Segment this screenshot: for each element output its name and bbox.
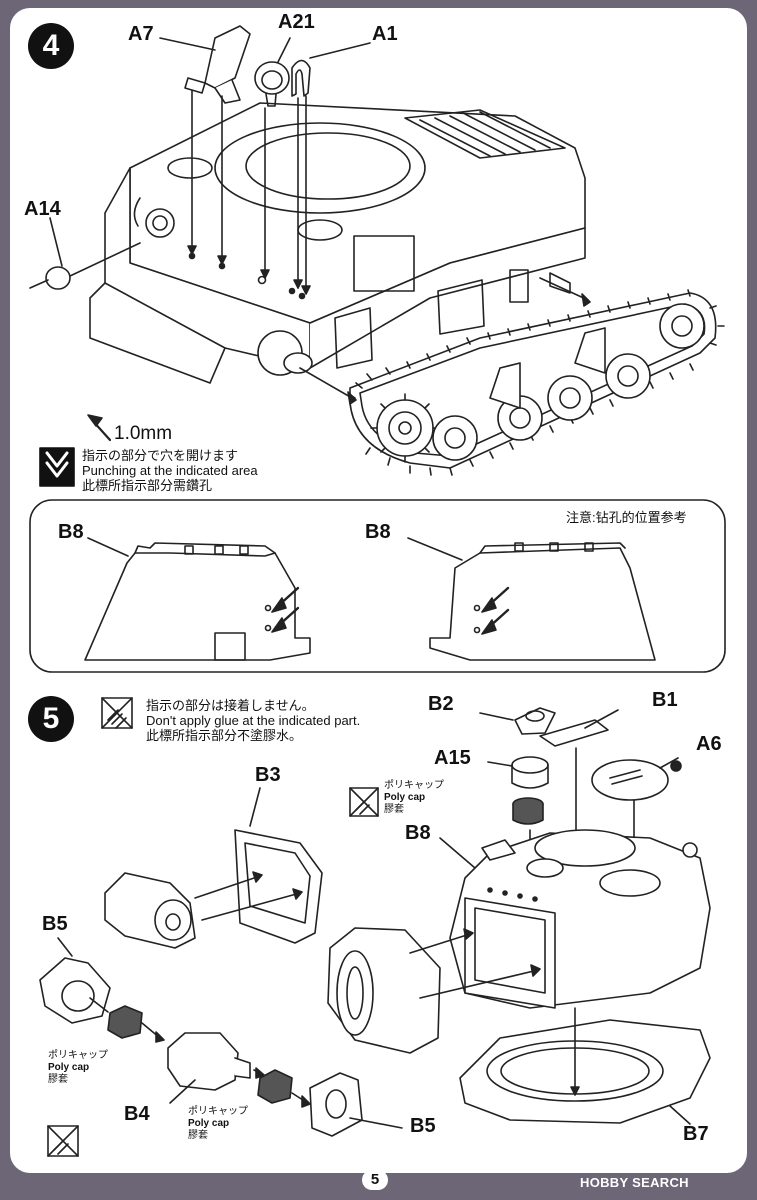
parts-a7-a21-a1 — [49, 25, 371, 295]
turret-b8-left-view — [84, 537, 311, 661]
polycap-mid-zh: 膠套 — [188, 1130, 208, 1141]
polycap-left-zh: 膠套 — [48, 1074, 68, 1085]
watermark-text: HOBBY SEARCH — [580, 1175, 689, 1190]
polycap-mid-en: Poly cap — [188, 1118, 230, 1129]
polycap-top-en: Poly cap — [384, 792, 426, 803]
gun-breech-parts — [104, 871, 303, 949]
drill-position-note: 注意:钻孔的位置参考 — [566, 510, 687, 525]
instruction-sheet: 4 5 A7 A21 A1 A14 1.0mm 指示の部分で穴を開けます Pun… — [10, 8, 747, 1173]
hull-drawing — [29, 102, 586, 384]
polycap-note-mid: ポリキャップ Poly cap 膠套 — [188, 1106, 248, 1142]
glue-instructions: 指示の部分は接着しません。 Don't apply glue at the in… — [146, 698, 360, 743]
part-label-b2: B2 — [428, 693, 454, 715]
part-label-b1: B1 — [652, 689, 678, 711]
polycap-left-ja: ポリキャップ — [48, 1050, 108, 1061]
mantlet-b3 — [234, 787, 323, 944]
no-glue-icon-polycap-top — [349, 787, 379, 817]
end-cap-b5-left — [39, 937, 111, 1024]
gun-barrel-b4 — [167, 1032, 251, 1104]
polycap-top-zh: 膠套 — [384, 804, 404, 815]
part-label-b8-turret: B8 — [405, 822, 431, 844]
part-label-a7: A7 — [128, 23, 154, 45]
turret-b8-right-view — [407, 537, 656, 661]
part-label-a15: A15 — [434, 747, 471, 769]
part-label-a6: A6 — [696, 733, 722, 755]
end-cap-b5-bottom — [309, 1072, 403, 1137]
no-glue-icon-bottom — [47, 1125, 79, 1157]
part-label-b7: B7 — [683, 1123, 709, 1145]
step-4-badge: 4 — [28, 23, 74, 69]
part-label-a21: A21 — [278, 11, 315, 33]
drill-icon — [39, 447, 75, 487]
watermark: HOBBY SEARCH — [580, 1175, 689, 1190]
drill-size: 1.0mm — [114, 423, 173, 444]
polycap-mid-ja: ポリキャップ — [188, 1106, 248, 1117]
part-label-a14: A14 — [24, 198, 61, 220]
drill-text-en: Punching at the indicated area — [82, 463, 258, 478]
part-label-b4: B4 — [124, 1103, 150, 1125]
polycap-top-ja: ポリキャップ — [384, 780, 444, 791]
part-label-b5-bottom: B5 — [410, 1115, 436, 1137]
glue-text-en: Don't apply glue at the indicated part. — [146, 713, 361, 728]
part-label-a1: A1 — [372, 23, 398, 45]
no-glue-icon — [101, 697, 133, 729]
part-label-b3: B3 — [255, 764, 281, 786]
part-label-b5-left: B5 — [42, 913, 68, 935]
assembly-illustration — [29, 25, 726, 1157]
part-label-b8-left: B8 — [58, 521, 84, 543]
polycap-note-top: ポリキャップ Poly cap 膠套 — [384, 780, 444, 816]
drill-instructions: 指示の部分で穴を開けます Punching at the indicated a… — [82, 448, 258, 493]
turret-ring-b7 — [459, 1019, 711, 1125]
polycap-note-left: ポリキャップ Poly cap 膠套 — [48, 1050, 108, 1086]
drill-text-ja: 指示の部分で穴を開けます — [82, 448, 239, 463]
part-label-b8-right: B8 — [365, 521, 391, 543]
barrel-housing — [327, 927, 541, 1054]
turret-b8-assembly — [439, 829, 711, 1009]
page-number: 5 — [362, 1170, 388, 1190]
track-drawing — [299, 277, 725, 476]
drill-text-zh: 此標所指示部分需鑽孔 — [82, 478, 213, 493]
polycap-left-en: Poly cap — [48, 1062, 90, 1073]
glue-text-ja: 指示の部分は接着しません。 — [146, 698, 315, 713]
glue-text-zh: 此標所指示部分不塗膠水。 — [146, 728, 303, 743]
step-5-badge: 5 — [28, 696, 74, 742]
